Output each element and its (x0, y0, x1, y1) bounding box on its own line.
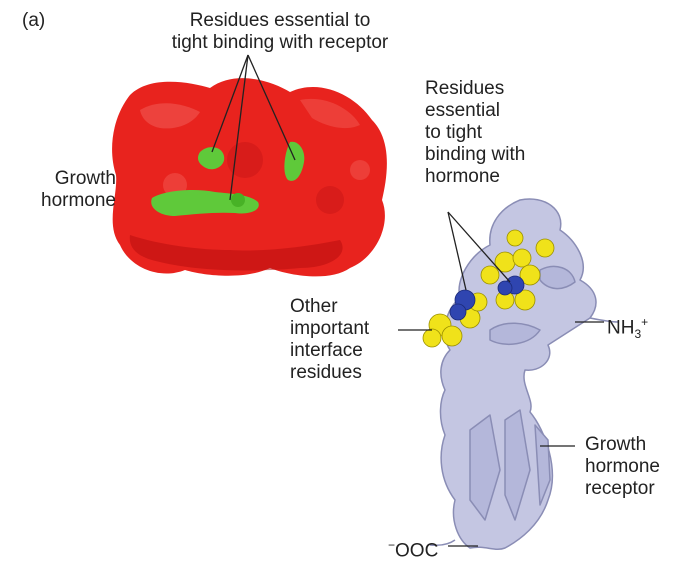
ooc-base: OOC (395, 540, 439, 562)
receptor-binding-label: Residues essential to tight binding with… (150, 10, 410, 54)
receptor-line3: receptor (585, 478, 655, 499)
other-interface-label: Other important interface residues (290, 296, 369, 384)
growth-hormone-label: Growth hormone (20, 168, 116, 212)
hormone-binding-line5: hormone (425, 166, 500, 187)
ooc-terminus-label: −OOC (388, 534, 438, 562)
hormone-binding-line3: to tight (425, 122, 483, 143)
receptor-label: Growth hormone receptor (585, 434, 660, 500)
receptor-line2: hormone (585, 456, 660, 477)
other-line2: important (290, 318, 370, 339)
receptor-binding-pointers (211, 54, 296, 201)
hormone-binding-line1: Residues (425, 78, 505, 99)
nh3-base: NH (607, 317, 635, 339)
growth-hormone-line2: hormone (41, 190, 116, 211)
other-line3: interface (290, 340, 363, 361)
panel-label: (a) (22, 10, 46, 31)
receptor-binding-patches (151, 141, 305, 216)
hormone-binding-label: Residues essential to tight binding with… (425, 78, 525, 188)
receptor-binding-line2: tight binding with receptor (171, 32, 389, 53)
growth-hormone-surface (112, 78, 387, 277)
other-line4: residues (290, 362, 362, 383)
nh3-sup: + (641, 315, 649, 329)
receptor-binding-line1: Residues essential to (189, 10, 371, 31)
nh3-terminus-label: NH3+ (607, 311, 648, 345)
interface-residue-spheres (422, 229, 555, 348)
ooc-sup: − (388, 538, 396, 552)
nh3-sub: 3 (634, 327, 642, 342)
growth-hormone-line1: Growth (54, 168, 116, 189)
hormone-binding-line4: binding with (425, 144, 526, 165)
hormone-binding-line2: essential (425, 100, 500, 121)
receptor-line1: Growth (585, 434, 647, 455)
core-residue-spheres (449, 275, 525, 321)
other-line1: Other (290, 296, 338, 317)
hormone-binding-pointers (447, 211, 511, 291)
